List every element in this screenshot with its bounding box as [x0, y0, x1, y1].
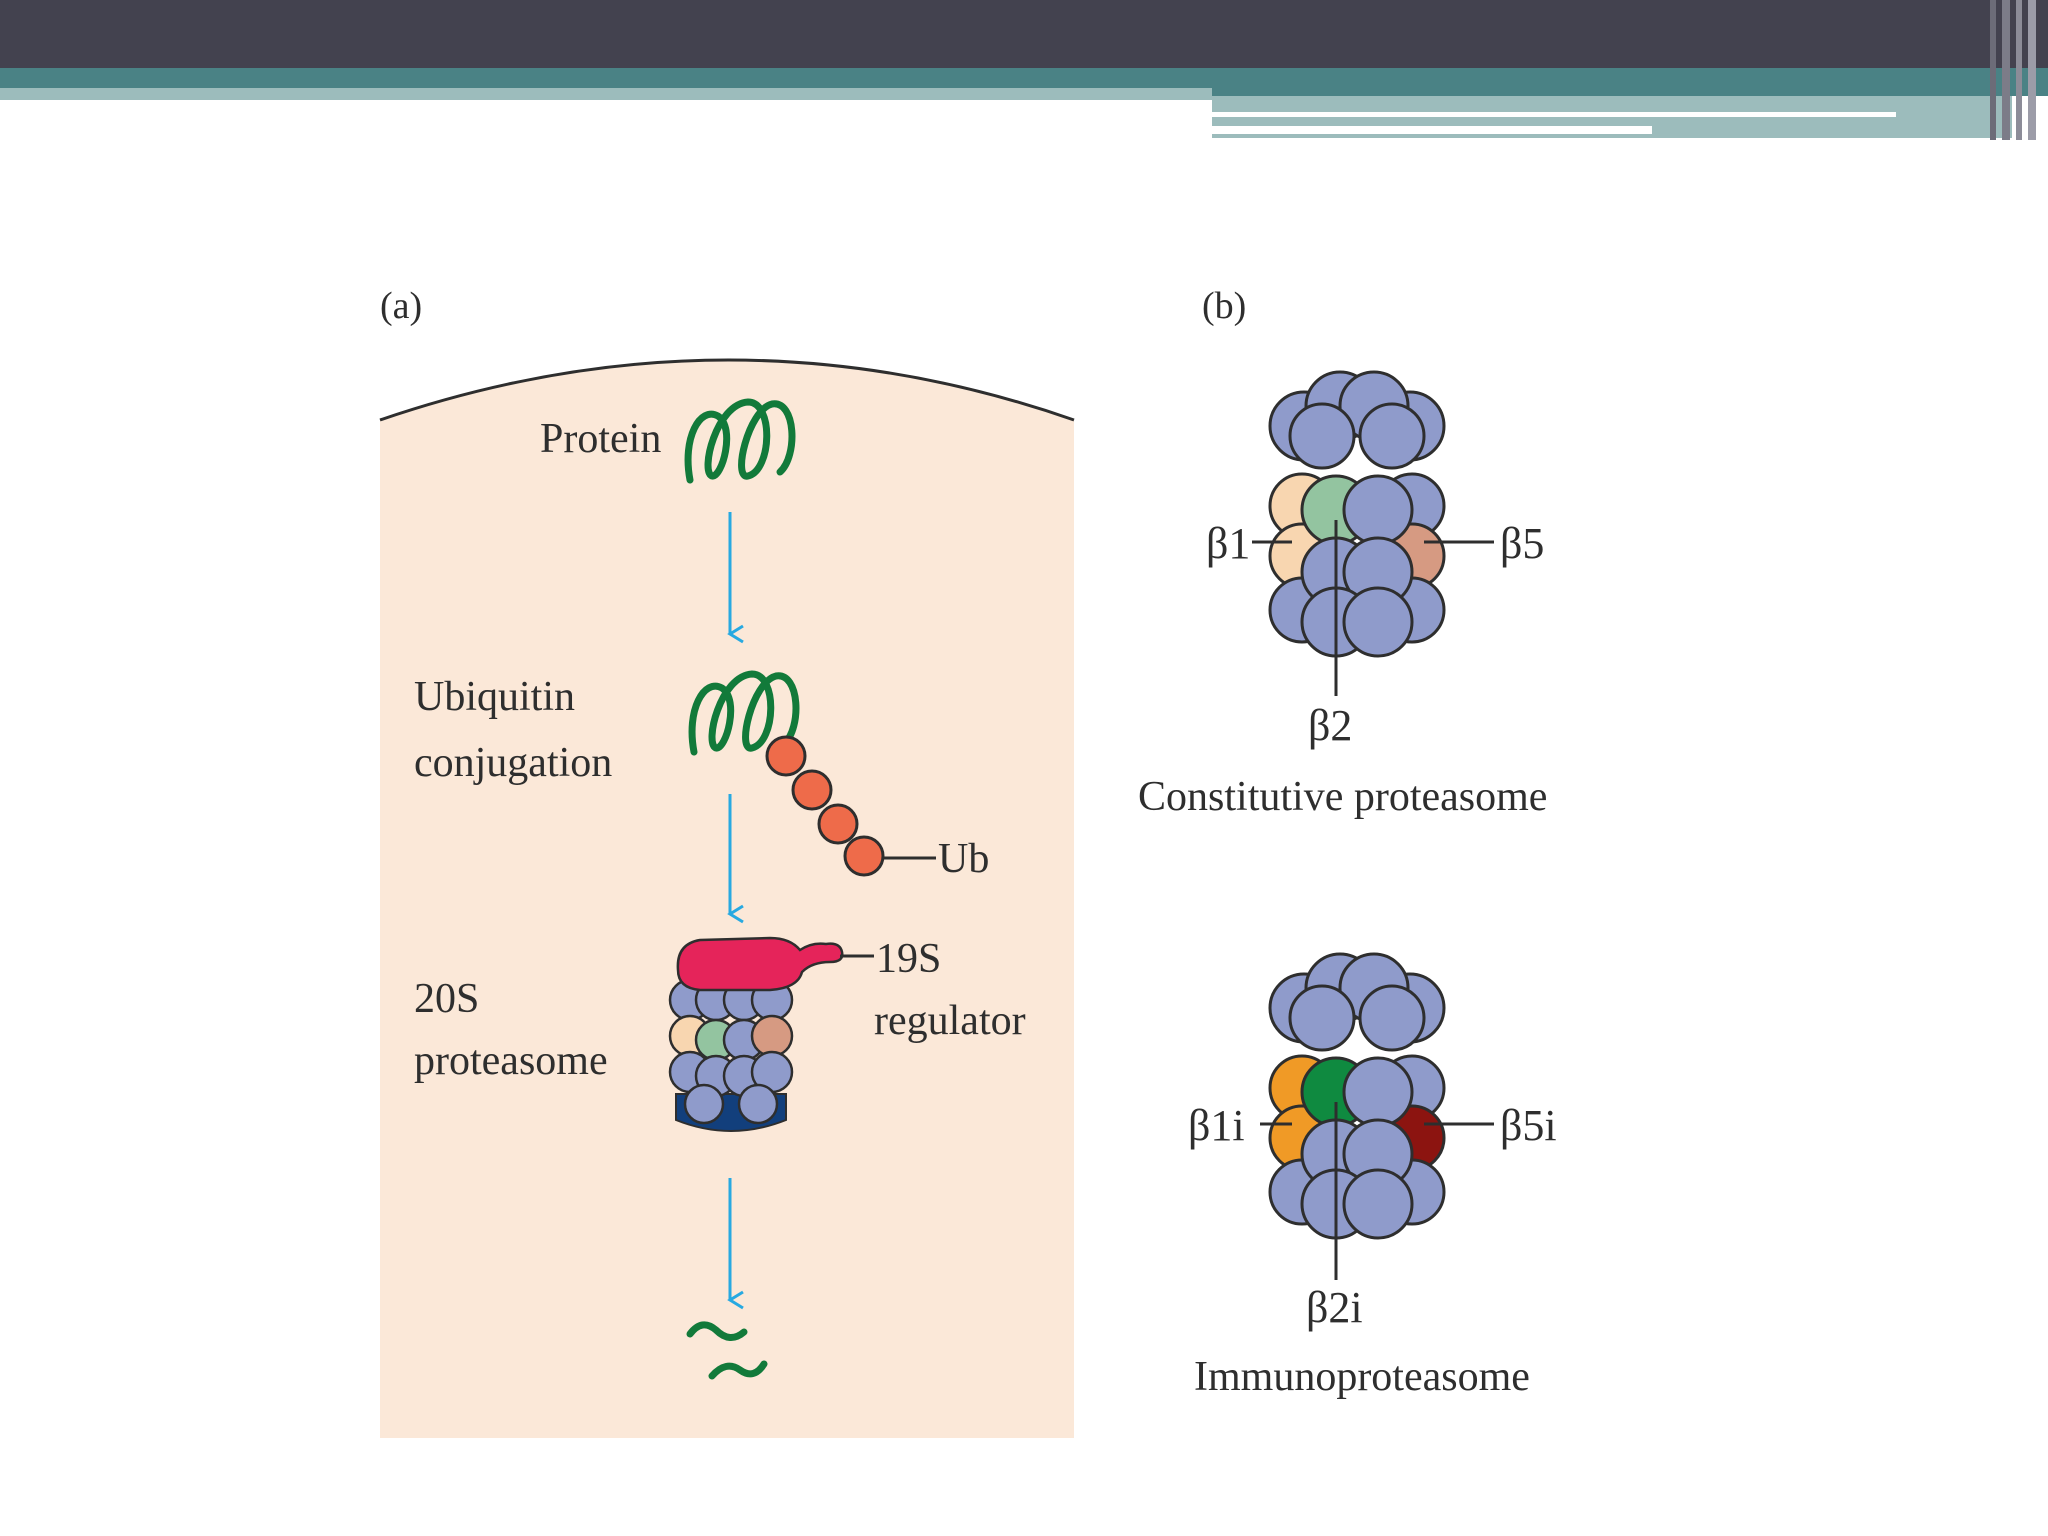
peptide-fragment [708, 1360, 768, 1380]
subunit [683, 1083, 725, 1125]
ub-label: Ub [938, 836, 989, 882]
subunit [1342, 474, 1414, 546]
header-white-line [1212, 112, 1896, 117]
regulator-label-line2: regulator [874, 998, 1026, 1044]
regulator-label-line1: 19S [876, 936, 941, 982]
beta5i-label: β5i [1500, 1101, 1557, 1150]
proteasome-label-line1: 20S [414, 976, 479, 1022]
ubiquitin-chain [765, 735, 885, 877]
subunit [1342, 1056, 1414, 1128]
proteasome-label-line2: proteasome [414, 1038, 608, 1084]
ubiquitin-bead [791, 769, 833, 811]
header-accent-4 [2028, 0, 2036, 140]
beta1-label: β1 [1206, 519, 1250, 568]
ubiquitin-bead [817, 803, 859, 845]
subunit [1358, 984, 1426, 1052]
header-accent-3 [2016, 0, 2022, 140]
ubiquitinated-protein-coil [688, 670, 800, 756]
panel-a-label: (a) [380, 285, 422, 327]
ubiquitin-label-line2: conjugation [414, 740, 612, 786]
header-accent-2 [2002, 0, 2010, 140]
subunit [1288, 984, 1356, 1052]
immunoproteasome [1268, 952, 1446, 1240]
protein-label: Protein [540, 416, 661, 462]
regulator-cap [676, 936, 844, 992]
panel-b-label: (b) [1202, 285, 1246, 327]
subunit [1342, 586, 1414, 658]
subunit [1358, 402, 1426, 470]
constitutive-proteasome [1268, 370, 1446, 658]
subunit-beta5 [750, 1014, 794, 1058]
subunit [1288, 402, 1356, 470]
beta2i-label: β2i [1306, 1283, 1363, 1332]
peptide-fragment [686, 1321, 748, 1341]
ubiquitin-bead [843, 835, 885, 877]
cell-background [380, 360, 1074, 1438]
ubiquitin-bead [765, 735, 807, 777]
header-dark-bar [0, 0, 2048, 68]
proteasome-26s [668, 936, 844, 1132]
header-light-stripe [0, 88, 1212, 100]
header-white-line-2 [1212, 126, 1652, 134]
header-accent-1 [1990, 0, 1996, 140]
beta2-label: β2 [1308, 701, 1352, 750]
slide-header [0, 0, 2048, 140]
immunoproteasome-caption: Immunoproteasome [1194, 1354, 1530, 1400]
ubiquitin-label-line1: Ubiquitin [414, 674, 575, 720]
cell-membrane [379, 358, 1075, 422]
subunit [1342, 1168, 1414, 1240]
beta1i-label: β1i [1188, 1101, 1245, 1150]
protein-coil [684, 398, 796, 484]
constitutive-caption: Constitutive proteasome [1138, 774, 1547, 820]
beta5-label: β5 [1500, 519, 1544, 568]
subunit [737, 1083, 779, 1125]
